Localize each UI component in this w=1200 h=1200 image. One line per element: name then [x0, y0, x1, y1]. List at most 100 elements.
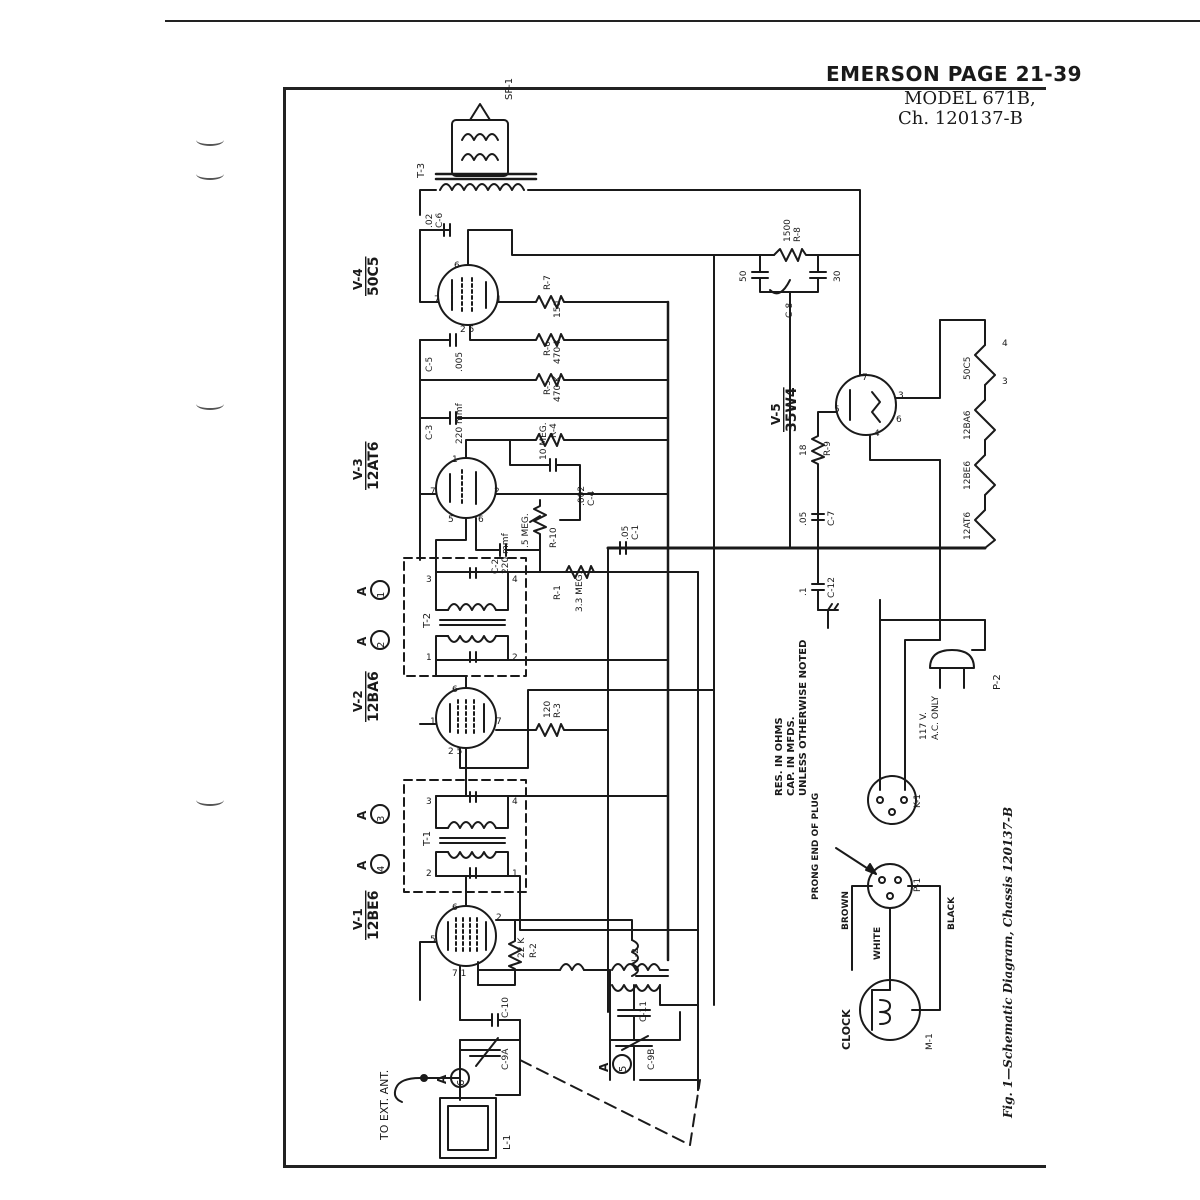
tube-v1: 6 5 2 7 1	[430, 903, 502, 979]
binder-hole-mark	[196, 134, 224, 146]
svg-text:7: 7	[862, 373, 868, 383]
svg-text:7: 7	[434, 295, 440, 305]
wire-brown: BROWN	[841, 891, 851, 930]
binder-hole-mark	[196, 168, 224, 180]
transformer-t3	[434, 103, 861, 376]
c9a-ref: C-9A	[501, 1048, 511, 1070]
c6-ref: C-6	[435, 212, 445, 228]
p1-label: P-1	[913, 878, 923, 892]
svg-text:A: A	[597, 1062, 611, 1072]
loop-antenna-l1	[439, 1077, 521, 1159]
r1-ref: R-1	[553, 585, 563, 600]
alignment-point-3: 3 A	[355, 804, 390, 824]
c8-ref: C-8	[785, 302, 795, 318]
tube-v3-ref: V-3	[351, 458, 365, 480]
tube-v2-ref: V-2	[351, 690, 365, 712]
c12-value: .1	[799, 587, 809, 596]
r9-ref: R-9	[823, 441, 833, 456]
svg-text:CAP. IN MFDS.: CAP. IN MFDS.	[786, 716, 797, 796]
c7-value: .05	[799, 512, 809, 526]
tube-v1-ref: V-1	[351, 908, 365, 930]
clock-motor-m1	[859, 979, 921, 1041]
svg-text:RES. IN OHMS: RES. IN OHMS	[774, 717, 785, 796]
r7-ref: R-7	[543, 275, 553, 290]
c12-ref: C-12	[827, 577, 837, 598]
tube-v3-type: 12AT6	[366, 441, 382, 490]
svg-text:6: 6	[896, 415, 902, 425]
svg-text:7: 7	[496, 717, 502, 727]
alignment-point-1: 1 A	[355, 580, 390, 600]
r3-value: 120	[543, 701, 553, 718]
r3-ref: R-3	[553, 703, 563, 718]
alignment-point-4: 4 A	[355, 854, 390, 874]
r8-ref: R-8	[793, 227, 803, 242]
svg-text:4: 4	[512, 575, 518, 585]
ext-antenna-label: TO EXT. ANT.	[378, 1070, 391, 1141]
tube-v4-ref: V-4	[351, 268, 365, 290]
c10-ref: C-10	[501, 997, 511, 1018]
ac-plug-p2	[929, 649, 975, 689]
c4-value: .002	[577, 486, 587, 506]
svg-text:4: 4	[1002, 339, 1008, 349]
svg-text:3: 3	[1002, 377, 1008, 387]
svg-text:A: A	[355, 586, 369, 596]
tube-v1-type: 12BE6	[366, 891, 382, 940]
bus-wires	[606, 254, 987, 1091]
p2-label: P-2	[992, 674, 1003, 690]
t1-label: T-1	[422, 831, 433, 847]
svg-text:A: A	[355, 636, 369, 646]
svg-text:6: 6	[452, 685, 458, 695]
tube-v5-type: 35W4	[784, 387, 800, 432]
binder-hole-mark	[196, 794, 224, 806]
l2-label: L-2	[631, 948, 641, 962]
clock-label: CLOCK	[840, 1009, 853, 1050]
svg-text:3: 3	[426, 575, 432, 585]
prong-end-label: PRONG END OF PLUG	[811, 793, 821, 900]
heater-2: 12BA6	[963, 410, 973, 440]
tube-v2: 6 1 7 2 5	[430, 685, 502, 757]
svg-text:2 5: 2 5	[460, 325, 474, 335]
svg-text:6: 6	[478, 515, 484, 525]
c8b-value: 30	[833, 270, 843, 282]
svg-text:1: 1	[376, 592, 387, 598]
r5-ref: R-5	[543, 380, 553, 395]
c11-ref: C-11	[639, 1001, 649, 1022]
tube-v5-ref: V-5	[769, 403, 783, 425]
svg-text:5: 5	[618, 1066, 629, 1072]
tube-v4-type: 50C5	[366, 257, 382, 297]
c7-ref: C-7	[827, 511, 837, 526]
c9b-ref: C-9B	[647, 1049, 657, 1070]
page-frame	[283, 87, 1046, 1168]
heater-4: 12AT6	[963, 512, 973, 540]
svg-text:2 5: 2 5	[448, 747, 462, 757]
ac-only: A.C. ONLY	[931, 695, 941, 740]
c4-ref: C-4	[587, 490, 597, 506]
c3-value: 220 mmf	[455, 402, 465, 444]
svg-text:2: 2	[426, 869, 432, 879]
c5-value: .005	[455, 352, 465, 372]
c2-value: 220 mmf	[501, 532, 511, 574]
c5-ref: C-5	[425, 357, 435, 372]
r4-ref: R-4	[549, 423, 559, 438]
svg-text:A: A	[355, 860, 369, 870]
top-rule	[165, 20, 1200, 22]
c8a-value: 50	[739, 270, 749, 282]
svg-text:1: 1	[496, 295, 502, 305]
ac-volts: 117 V.	[919, 712, 929, 740]
r4-value: 10 MEG.	[539, 422, 549, 460]
k1-label: K-1	[913, 794, 923, 808]
tube-v4: 6 7 1 2 5	[434, 261, 502, 335]
wire-white: WHITE	[873, 927, 883, 960]
chassis-number: Ch. 120137-B	[898, 108, 1023, 129]
svg-text:5: 5	[834, 405, 840, 415]
r5-value: 470 K	[553, 375, 563, 402]
svg-text:2: 2	[496, 913, 502, 923]
r10-value: .5 MEG.	[521, 513, 531, 548]
heater-3: 12BE6	[963, 461, 973, 490]
svg-text:2: 2	[494, 487, 500, 497]
coil-l2	[477, 963, 699, 1081]
r7-value: 150	[553, 301, 563, 318]
c1-value: .05	[621, 526, 631, 540]
figure-caption: Fig. 1—Schematic Diagram, Chassis 120137…	[1001, 807, 1015, 1119]
